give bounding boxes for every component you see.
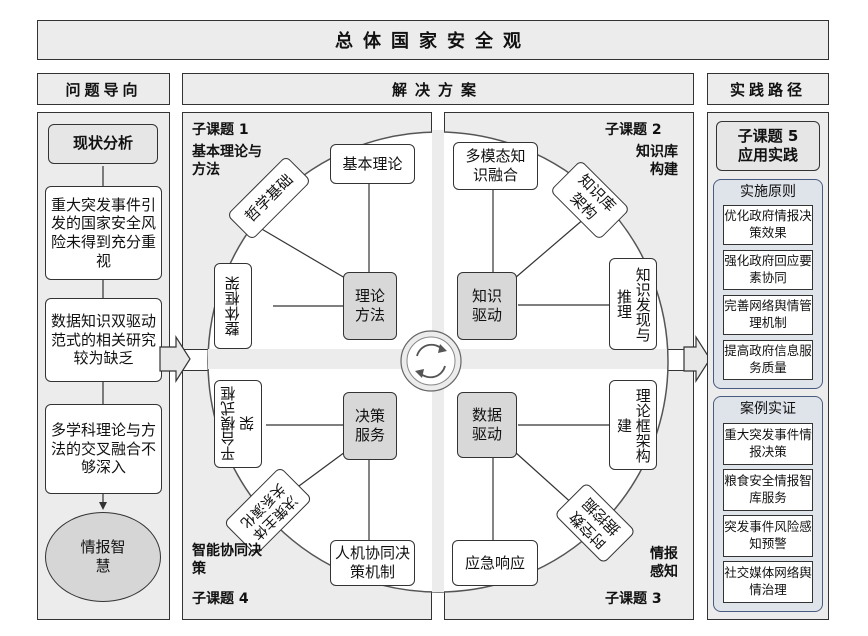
subtopic-5-box: 子课题 5 应用实践 [716,121,820,171]
q3-subtitle: 情报感知 [650,546,678,581]
q3-title: 子课题 3 [605,591,662,607]
cases-title: 案例实证 [740,401,796,417]
problem-box-3: 多学科理论与方法的交叉融合不够深入 [45,404,162,494]
problem-box-2: 数据知识双驱动范式的相关研究较为缺乏 [45,298,162,382]
q3-center-node: 数据驱动 [457,392,517,458]
case-item-4: 社交媒体网络舆情治理 [723,561,813,603]
header-right-label: 实践路径 [729,80,806,99]
q1-subtitle: 基本理论与方法 [192,144,262,179]
q1-title: 子课题 1 [192,122,249,138]
title-bar: 总体国家安全观 [37,20,829,60]
q3-node-theory-framework: 理论框架构建 [609,380,657,470]
principle-item-4: 提高政府信息服务质量 [723,340,813,380]
header-left-label: 问题导向 [65,80,142,99]
principles-title: 实施原则 [740,184,796,200]
case-item-2: 粮食安全情报智库服务 [723,469,813,511]
status-analysis-box: 现状分析 [48,124,158,164]
q2-subtitle: 知识库构建 [636,144,678,179]
q2-center-node: 知识驱动 [457,272,517,340]
q1-center-node: 理论方法 [343,272,397,340]
q4-node-human-machine: 人机协同决策机制 [330,540,415,586]
problem-box-1: 重大突发事件引发的国家安全风险未得到充分重视 [45,186,162,280]
q4-node-platform: 平台模式框架 [214,380,262,468]
header-right: 实践路径 [707,73,829,105]
q2-node-multimodal: 多模态知识融合 [453,142,538,190]
header-middle-label: 解决方案 [391,80,484,99]
q2-title: 子课题 2 [605,122,662,138]
q1-node-framework: 整体框架 [214,263,252,349]
principle-item-2: 强化政府回应要素协同 [723,250,813,290]
header-middle: 解决方案 [182,73,694,105]
q4-title: 子课题 4 [192,591,249,607]
q4-center-node: 决策服务 [343,392,397,460]
q3-node-emergency: 应急响应 [452,540,538,586]
principle-item-3: 完善网络舆情管理机制 [723,295,813,335]
result-ellipse: 情报智慧 [45,512,161,602]
refresh-cycle-icon [400,330,462,392]
case-item-3: 突发事件风险感知预警 [723,515,813,557]
q4-subtitle: 智能协同决策 [192,543,262,578]
q2-node-discovery: 知识发现与推理 [609,258,657,350]
page-title: 总体国家安全观 [335,31,531,52]
principle-item-1: 优化政府情报决策效果 [723,205,813,245]
case-item-1: 重大突发事件情报决策 [723,423,813,465]
q1-node-basic-theory: 基本理论 [330,144,415,184]
header-left: 问题导向 [37,73,170,105]
